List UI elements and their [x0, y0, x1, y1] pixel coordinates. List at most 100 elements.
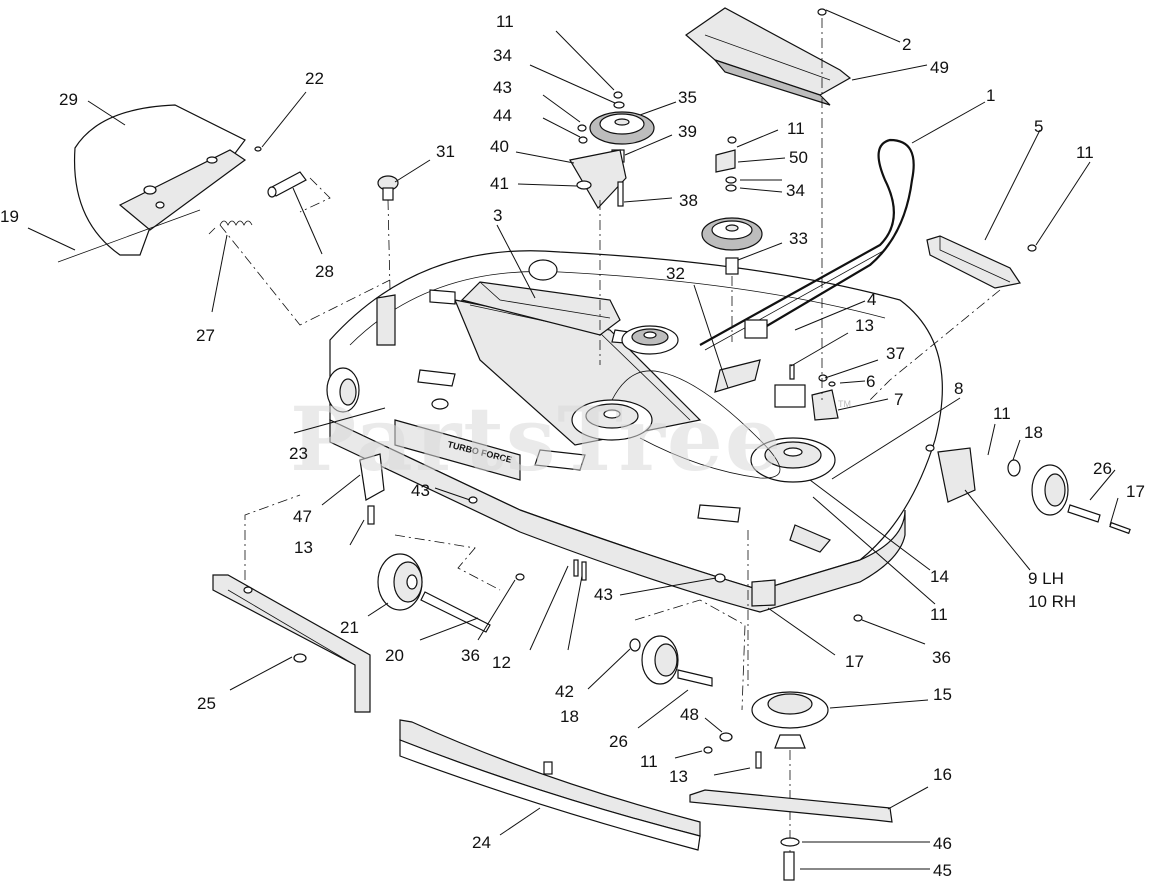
callout-3: 3 [493, 206, 502, 225]
callout-19: 19 [0, 207, 19, 226]
callout-33: 33 [789, 229, 808, 248]
callout-11: 11 [993, 404, 1011, 423]
callout-26: 26 [609, 732, 628, 751]
callout-31: 31 [436, 142, 455, 161]
callout-40: 40 [490, 137, 509, 156]
caster-wheel-left [377, 553, 491, 633]
callout-29: 29 [59, 90, 78, 109]
drive-belt [611, 370, 781, 479]
callout-15: 15 [933, 685, 952, 704]
callout-21: 21 [340, 618, 359, 637]
callout-4: 4 [867, 290, 876, 309]
caster-center-guide [634, 599, 746, 711]
callout-12: 12 [492, 653, 511, 672]
idler-pulley-assembly-right [701, 136, 763, 275]
rear-left-deck-wheel [528, 259, 558, 281]
callout-13: 13 [294, 538, 313, 557]
callout-17: 17 [845, 652, 864, 671]
watermark-trademark: TM [838, 399, 851, 409]
callout-5: 5 [1034, 117, 1043, 136]
discharge-deflector [73, 104, 262, 256]
callout-10-rh: 10 RH [1028, 592, 1076, 611]
callout-22: 22 [305, 69, 324, 88]
callout-43: 43 [493, 78, 512, 97]
deck-baffle [399, 719, 701, 851]
callout-42: 42 [555, 682, 574, 701]
callout-35: 35 [678, 88, 697, 107]
callout-24: 24 [472, 833, 491, 852]
mount-bracket [926, 235, 1037, 289]
mower-blade [689, 789, 893, 823]
callout-18: 18 [560, 707, 579, 726]
bracket-guide [869, 289, 1001, 401]
callout-44: 44 [493, 106, 512, 125]
callout-11: 11 [496, 12, 514, 31]
right-caster-assembly [925, 444, 1131, 535]
deck-spindle-pulley-right [750, 437, 836, 483]
knob-stud [377, 175, 399, 201]
belt-cover-top [685, 7, 852, 106]
left-side-bracket [359, 294, 478, 525]
callout-46: 46 [933, 834, 952, 853]
belt-cover-left [460, 281, 621, 336]
callout-34: 34 [493, 46, 512, 65]
callout-16: 16 [933, 765, 952, 784]
callout-41: 41 [490, 174, 509, 193]
knob-guide [387, 199, 391, 291]
callout-27: 27 [196, 326, 215, 345]
belt-guard-rod [699, 138, 915, 351]
idler-pulley-assembly-upper [569, 91, 655, 209]
callout-47: 47 [293, 507, 312, 526]
caster-left-guide [394, 534, 501, 591]
callout-38: 38 [679, 191, 698, 210]
callout-28: 28 [315, 262, 334, 281]
callout-45: 45 [933, 861, 952, 880]
callout-25: 25 [197, 694, 216, 713]
partstree-watermark: PartsTree [290, 387, 783, 491]
callout-43: 43 [411, 481, 430, 500]
callout-48: 48 [680, 705, 699, 724]
callout-36: 36 [932, 648, 951, 667]
blade-bolt [780, 837, 800, 881]
callout-11: 11 [930, 605, 948, 624]
callout-37: 37 [886, 344, 905, 363]
callout-11: 11 [640, 752, 658, 771]
blade-spindle-housing [703, 691, 829, 769]
callout-11: 11 [787, 119, 805, 138]
deflector-sleeve [267, 171, 307, 198]
callout-14: 14 [930, 567, 949, 586]
callout-43: 43 [594, 585, 613, 604]
front-left-deck-wheel [326, 367, 360, 413]
deflector-hinge-guide [219, 224, 391, 326]
callout-9-lh: 9 LH [1028, 569, 1064, 588]
anti-scalp-left-guide [244, 494, 301, 580]
anti-scalp-bar-left [212, 574, 371, 713]
callout-17: 17 [1126, 482, 1145, 501]
deflector-sleeve-guide [299, 177, 331, 213]
callout-labels: 1 2 3 4 5 6 7 8 9 LH 10 RH 11 11 11 11 1… [0, 12, 1145, 880]
callout-leaders [27, 9, 1119, 870]
center-front-hardware [515, 559, 863, 622]
callout-13: 13 [669, 767, 688, 786]
deflector-rod [57, 209, 201, 263]
callout-18: 18 [1024, 423, 1043, 442]
deck-idler-pulley [621, 325, 679, 355]
callout-20: 20 [385, 646, 404, 665]
callout-36: 36 [461, 646, 480, 665]
deck-spindle-pulley-left [571, 399, 653, 441]
callout-50: 50 [789, 148, 808, 167]
callout-39: 39 [678, 122, 697, 141]
callout-7: 7 [894, 390, 903, 409]
callout-6: 6 [866, 372, 875, 391]
callout-26: 26 [1093, 459, 1112, 478]
callout-1: 1 [986, 86, 995, 105]
caster-wheel-center [629, 635, 713, 687]
callout-2: 2 [902, 35, 911, 54]
callout-32: 32 [666, 264, 685, 283]
callout-13: 13 [855, 316, 874, 335]
deflector-spring [208, 220, 253, 235]
callout-11: 11 [1076, 143, 1094, 162]
callout-8: 8 [954, 379, 963, 398]
